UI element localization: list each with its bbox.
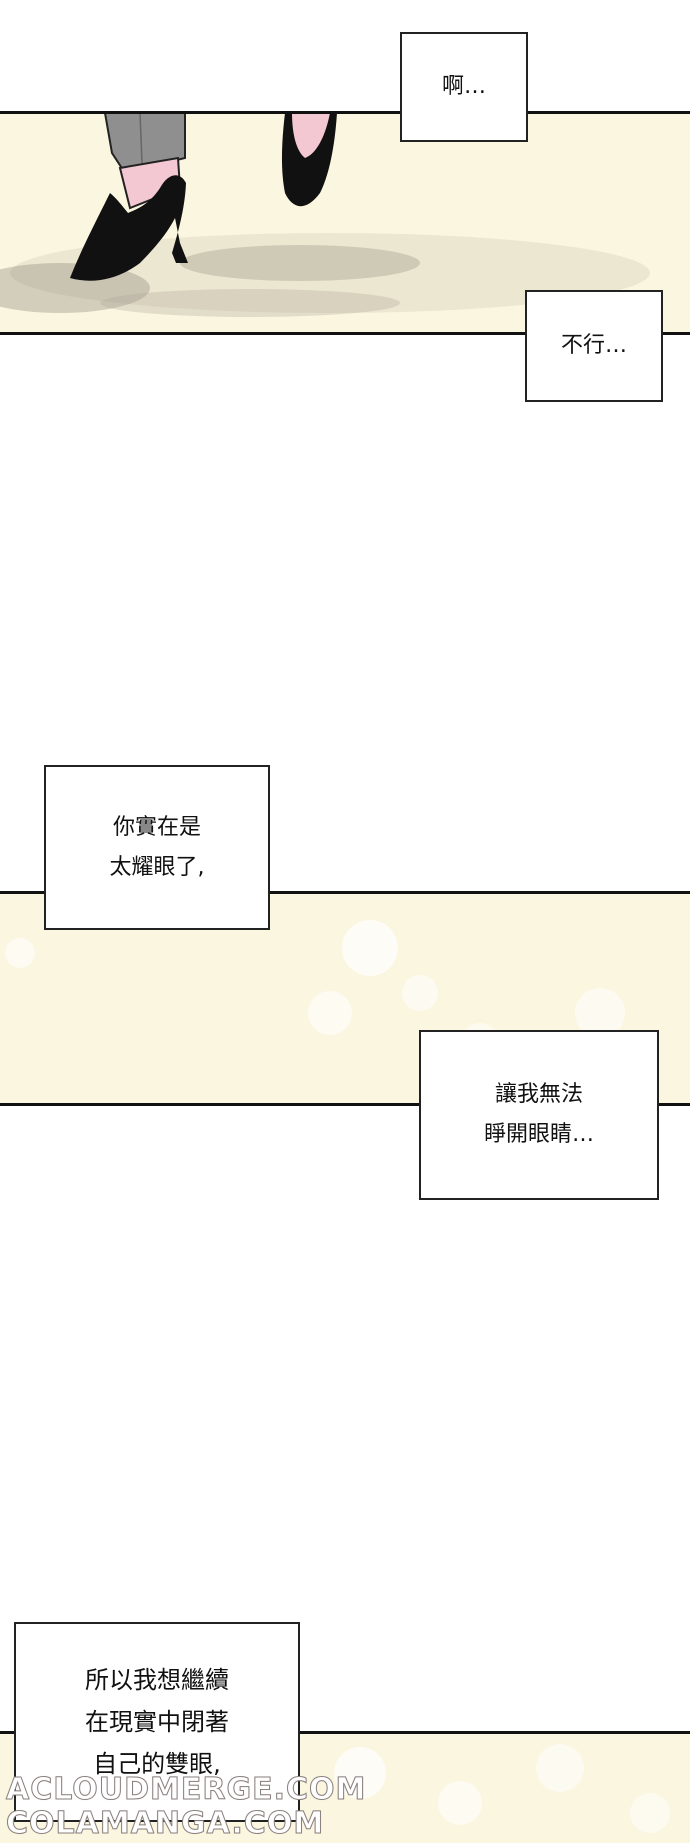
- speech-bubble: 讓我無法 睜開眼睛…: [419, 1030, 659, 1200]
- ground-dust: [180, 245, 420, 281]
- bubble-text: 在現實中閉著: [85, 1708, 229, 1736]
- sparkle: [5, 938, 35, 968]
- speech-bubble: 啊…: [400, 32, 528, 142]
- panel-border: [0, 891, 690, 894]
- bubble-text: 所以我想繼續: [85, 1666, 229, 1694]
- heels-illustration: [0, 113, 650, 317]
- ground-dust: [100, 289, 400, 317]
- panel-border: [0, 332, 690, 335]
- sparkle: [334, 1747, 386, 1799]
- sparkle: [308, 991, 352, 1035]
- ground-dust: [10, 233, 650, 313]
- sparkle: [536, 1744, 584, 1792]
- panel-border: [0, 1103, 690, 1106]
- bubble-text: 你實在是: [112, 814, 201, 840]
- black-heel-left: [70, 175, 188, 281]
- panel-border: [0, 111, 690, 114]
- bubble-text: 自己的雙眼,: [93, 1750, 221, 1778]
- speech-bubble: 你實在是 太耀眼了,: [44, 765, 270, 930]
- bubble-text: 不行…: [560, 333, 627, 358]
- sparkle: [630, 1793, 670, 1833]
- sparkle: [438, 1781, 482, 1825]
- bubble-text: 睜開眼睛…: [483, 1122, 594, 1147]
- sparkle: [575, 988, 625, 1038]
- watermark: COLAMANGA.COM: [5, 1806, 325, 1842]
- sparkle: [402, 975, 438, 1011]
- bubble-text: 讓我無法: [494, 1082, 583, 1107]
- panel-glow: [0, 893, 690, 1105]
- sparkle: [342, 920, 398, 976]
- panel-heels: [0, 113, 690, 335]
- watermark: ACLOUDMERGE.COM: [5, 1772, 367, 1808]
- speech-bubble: 不行…: [525, 290, 663, 402]
- shoe-inner: [292, 113, 330, 158]
- bubble-text: 太耀眼了,: [109, 854, 205, 880]
- bubble-text: 啊…: [441, 74, 486, 99]
- panel-border: [0, 1731, 690, 1734]
- speech-bubble: 所以我想繼續 在現實中閉著 自己的雙眼,: [14, 1622, 300, 1822]
- sparkle-background: [334, 1744, 670, 1833]
